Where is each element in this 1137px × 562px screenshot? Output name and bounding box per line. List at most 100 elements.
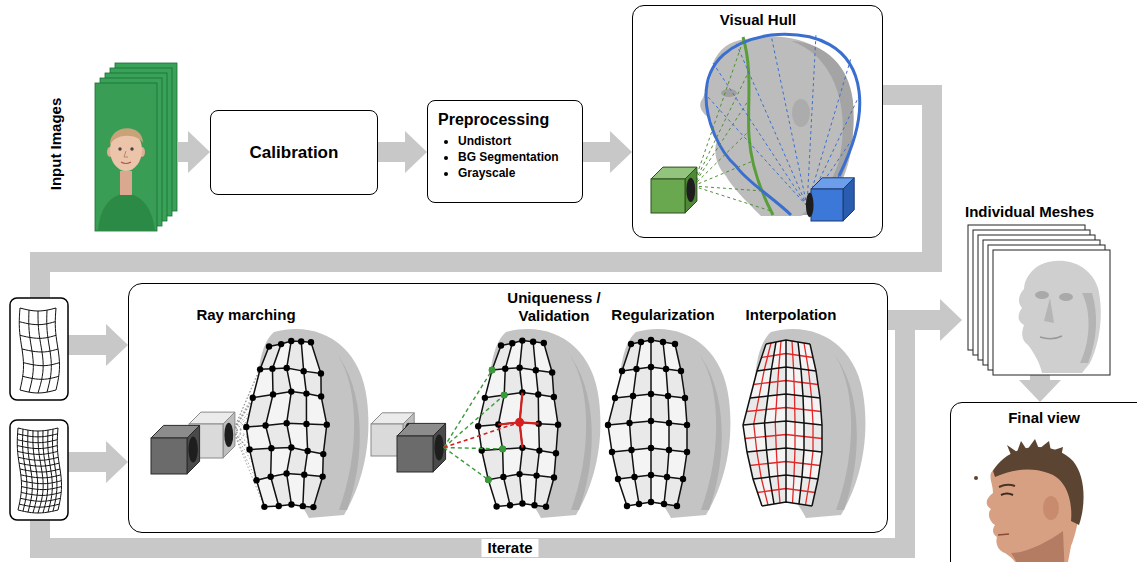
drawing-part xyxy=(533,367,539,373)
process-label: Calibration xyxy=(250,143,339,163)
drawing-part xyxy=(250,448,324,455)
node-drawing xyxy=(951,403,1137,562)
drawing-part xyxy=(20,390,56,393)
drawing-part xyxy=(651,179,685,213)
iterate-band xyxy=(40,322,905,548)
drawing-part xyxy=(257,366,263,372)
drawing-part xyxy=(612,395,618,401)
drawing-part xyxy=(680,476,686,482)
drawing-part xyxy=(974,476,978,480)
drawing-part xyxy=(678,368,684,374)
drawing-part xyxy=(686,178,695,202)
drawing-part xyxy=(630,393,636,399)
grid-box xyxy=(10,420,68,520)
drawing-part xyxy=(648,499,654,505)
drawing-part xyxy=(18,510,58,513)
drawing-part xyxy=(684,449,690,455)
drawing-part xyxy=(498,342,504,348)
bullet-item: Grayscale xyxy=(458,165,572,181)
drawing-part xyxy=(501,392,508,399)
drawing-part xyxy=(187,425,200,474)
drawing-part xyxy=(765,342,777,504)
drawing-part xyxy=(503,448,523,477)
bullet-item: BG Segmentation xyxy=(458,149,572,165)
drawing-part xyxy=(648,418,654,424)
drawing-part xyxy=(23,363,59,366)
process-heading: Preprocessing xyxy=(438,110,572,129)
drawing-part xyxy=(319,473,325,479)
drawing-part xyxy=(118,147,121,150)
drawing-part xyxy=(444,395,504,447)
drawing-part xyxy=(693,186,771,211)
drawing-part xyxy=(999,485,1015,487)
drawing-part xyxy=(693,161,753,186)
drawing-part xyxy=(397,436,433,472)
drawing-part xyxy=(619,368,625,374)
process-box: PreprocessingUndistortBG SegmentationGra… xyxy=(427,100,583,203)
drawing-part xyxy=(536,447,542,453)
iterate-arrowhead xyxy=(106,441,128,483)
drawing-part xyxy=(531,502,537,508)
drawing-part xyxy=(515,418,524,427)
drawing-part xyxy=(672,341,678,347)
drawing-part xyxy=(261,504,267,510)
drawing-part xyxy=(444,422,520,447)
drawing-part xyxy=(151,329,865,518)
drawing-part xyxy=(628,341,634,347)
drawing-part xyxy=(707,96,807,206)
image-stack: Input Images xyxy=(40,55,178,233)
drawing-part xyxy=(541,340,547,346)
drawing-part xyxy=(21,481,61,484)
drawing-part xyxy=(648,364,654,370)
drawing-part xyxy=(553,450,559,456)
drawing-part xyxy=(444,448,489,480)
drawing-part xyxy=(555,422,561,428)
drawing-part xyxy=(485,476,492,483)
stack-heading: Input Images xyxy=(47,98,65,191)
drawing-part xyxy=(23,376,59,379)
drawing-part xyxy=(278,341,284,347)
drawing-part xyxy=(651,34,860,221)
drawing-part xyxy=(20,308,56,311)
panel-heading: Final view xyxy=(1008,409,1080,427)
drawing-part xyxy=(482,395,488,401)
drawing-part xyxy=(444,370,492,448)
drawing-part xyxy=(310,504,316,510)
node-drawing xyxy=(962,203,1132,375)
drawing-part xyxy=(743,344,766,506)
drawing-part xyxy=(499,446,505,452)
drawing-part xyxy=(318,393,324,399)
drawing-part xyxy=(21,475,61,478)
drawing-part xyxy=(501,392,507,398)
drawing-part xyxy=(266,343,272,349)
drawing-part xyxy=(1001,494,1013,496)
drawing-part xyxy=(95,83,157,231)
drawing-part xyxy=(223,412,235,458)
drawing-part xyxy=(674,503,680,509)
drawing-part xyxy=(806,193,814,217)
drawing-part xyxy=(750,462,820,466)
drawing-part xyxy=(1080,293,1096,363)
drawing-part xyxy=(246,446,252,452)
flow-arrow xyxy=(1030,375,1050,402)
illustration-panel: Visual Hull xyxy=(632,5,883,238)
drawing-part xyxy=(631,474,637,480)
drawing-part xyxy=(120,171,132,195)
drawing-part xyxy=(110,128,143,145)
drawing-part xyxy=(444,448,503,449)
drawing-part xyxy=(636,501,642,507)
drawing-part xyxy=(566,350,592,510)
drawing-part xyxy=(1019,261,1101,373)
drawing-part xyxy=(628,447,634,453)
drawing-part xyxy=(665,393,671,399)
drawing-part xyxy=(298,338,304,344)
drawing-part xyxy=(661,501,667,507)
drawing-part xyxy=(276,503,282,509)
drawing-part xyxy=(519,500,525,506)
drawing-part xyxy=(516,364,522,370)
drawing-part xyxy=(485,477,491,483)
drawing-part xyxy=(660,339,666,345)
drawing-part xyxy=(1040,336,1062,339)
drawing-part xyxy=(533,472,539,478)
